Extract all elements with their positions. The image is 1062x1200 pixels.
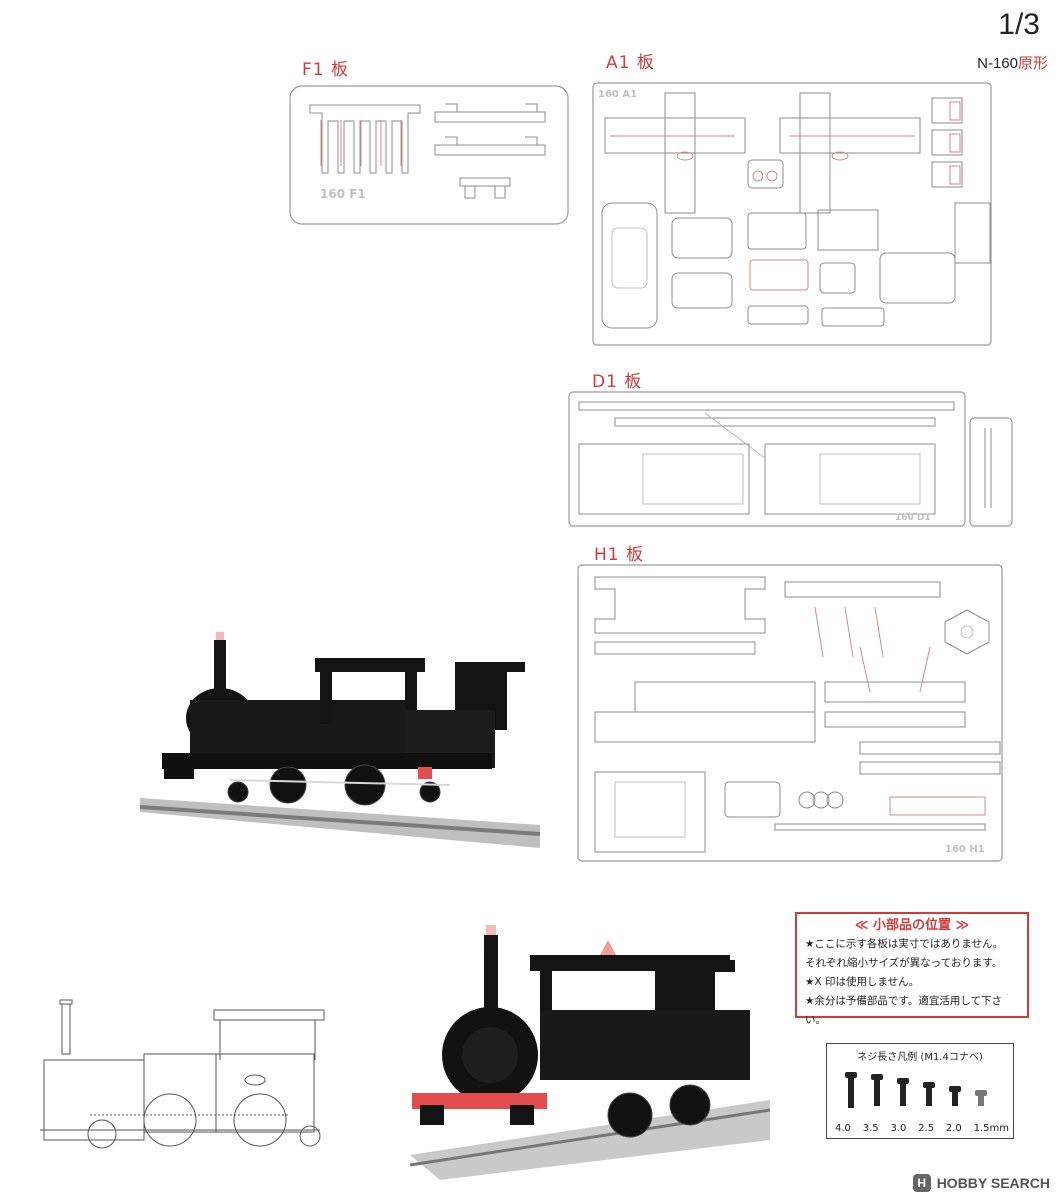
notice-line-2: それぞれ縮小サイズが異なっております。 (805, 957, 1003, 969)
f1-frame-parts (309, 103, 546, 199)
etching-plate-d1: 160 D1 (568, 391, 1013, 527)
watermark: H HOBBY SEARCH (912, 1174, 1050, 1192)
d1-stamp: 160 D1 (895, 513, 931, 523)
screw-length-legend: ネジ長さ凡例 (M1.4コナベ) 4.0 3.5 3.0 2.5 2.0 1.5… (826, 1043, 1014, 1139)
screw-size-labels: 4.0 3.5 3.0 2.5 2.0 1.5mm (835, 1123, 1009, 1134)
a1-frame-parts (601, 92, 991, 329)
plate-label-d1: D1 板 (592, 372, 643, 392)
a1-stamp: 160 A1 (598, 89, 637, 100)
model-code-number: N-160 (977, 55, 1018, 72)
parts-notice-box: ≪ 小部品の位置 ≫ ★ここに示す各板は実寸ではありません。 それぞれ縮小サイズ… (795, 912, 1029, 1026)
h1-stamp: 160 H1 (945, 844, 985, 855)
f1-stamp: 160 F1 (320, 187, 366, 201)
screw-legend-title: ネジ長さ凡例 (M1.4コナベ) (857, 1052, 983, 1063)
h1-frame-parts (594, 576, 1001, 853)
notice-line-3: ★X 印は使用しません。 (805, 976, 920, 988)
d1-frame-parts (578, 401, 992, 515)
locomotive-photo-front (409, 925, 771, 1180)
plate-label-f1: F1 板 (302, 60, 349, 80)
locomotive-photo-side (140, 632, 540, 848)
etching-plate-f1: 160 F1 (289, 85, 569, 225)
locomotive-line-drawing (40, 999, 325, 1149)
screw-size-2: 3.5 (862, 1123, 879, 1134)
plate-label-a1: A1 板 (606, 53, 655, 73)
etching-plate-a1: 160 A1 (592, 82, 992, 346)
watermark-text: HOBBY SEARCH (936, 1175, 1050, 1191)
screw-size-1: 4.0 (835, 1123, 851, 1134)
notice-line-1: ★ここに示す各板は実寸ではありません。 (805, 938, 1004, 950)
screw-size-3: 3.0 (890, 1123, 907, 1134)
model-code: N-160原形 (977, 52, 1048, 73)
model-code-suffix: 原形 (1017, 55, 1048, 72)
screw-size-6: 1.5mm (973, 1123, 1009, 1134)
plate-label-h1: H1 板 (594, 545, 645, 565)
screw-size-4: 2.5 (918, 1123, 935, 1134)
page-number: 1/3 (998, 8, 1040, 41)
screw-size-5: 2.0 (945, 1123, 962, 1134)
etching-plate-h1: 160 H1 (577, 564, 1003, 862)
notice-title: ≪ 小部品の位置 ≫ (854, 918, 970, 933)
watermark-logo-icon: H (912, 1174, 931, 1192)
notice-line-4: ★余分は予備部品です。適宜活用して下さい。 (805, 995, 1003, 1026)
screw-icons (845, 1072, 987, 1108)
